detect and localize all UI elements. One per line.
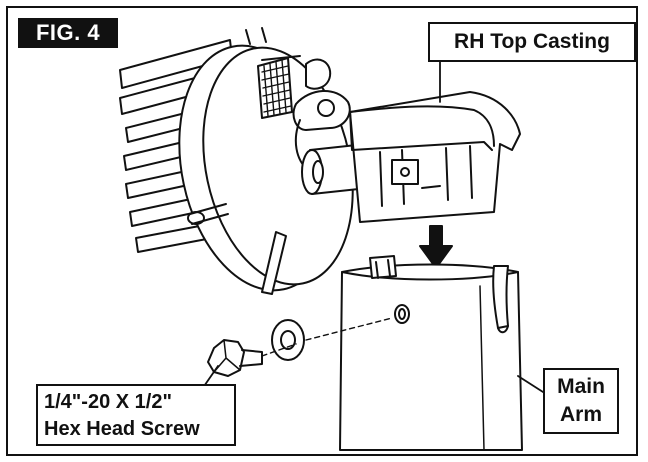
figure-border: [6, 6, 638, 456]
flat-washer: [271, 319, 305, 361]
callout-main-arm-line2: Arm: [559, 403, 602, 426]
callout-main-arm: Main Arm: [543, 368, 619, 434]
main-arm-tube: [339, 255, 523, 451]
callout-rh-top-casting-text: RH Top Casting: [454, 30, 610, 53]
callout-hex-head-screw: 1/4"-20 X 1/2" Hex Head Screw: [36, 384, 236, 446]
figure-label: FIG. 4: [18, 18, 118, 48]
hex-head-screw: [207, 339, 263, 377]
callout-main-arm-line1: Main: [557, 375, 605, 398]
callout-rh-top-casting: RH Top Casting: [428, 22, 636, 62]
down-arrow: [419, 225, 453, 269]
housing-fasteners: [187, 203, 287, 295]
rh-top-casting: [349, 91, 521, 223]
callout-screw-line1: 1/4"-20 X 1/2": [44, 391, 172, 413]
grip-pad: [257, 57, 293, 119]
alignment-line: [261, 317, 393, 357]
lock-lever: [292, 58, 351, 171]
callout-screw-line2: Hex Head Screw: [44, 418, 200, 440]
